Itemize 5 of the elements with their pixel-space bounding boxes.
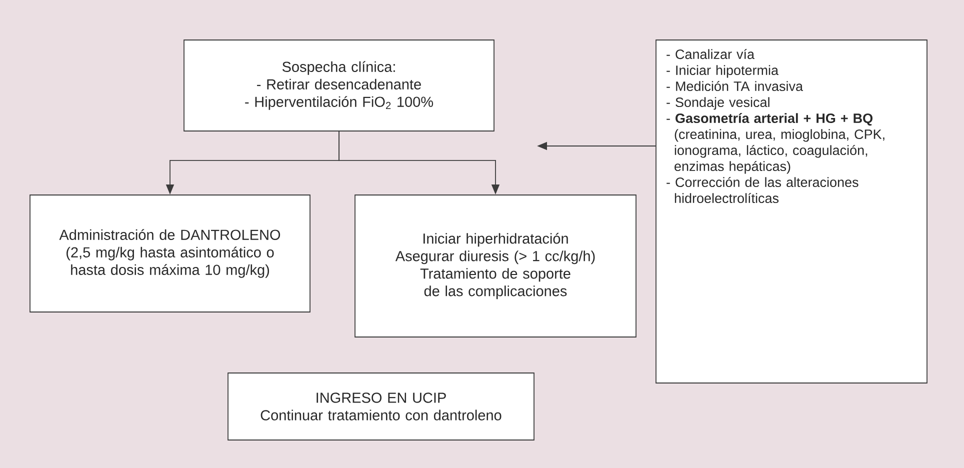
checklist-box: - Canalizar vía - Iniciar hipotermia - Medición TA invasiva - Sondaje vesical - Gasometría arterial + HG + BQ (creatinina, urea, mioglobina, CPK, ionograma, láctico, coagulación, enzimas hepáticas) - Corrección de las alteraciones hidroelectrolíticas (656, 40, 928, 384)
process-box: Administración de DANTROLENO (2,5 mg/kg hasta asintomático o hasta dosis máxima 10 mg/kg) (30, 194, 310, 312)
process-box: INGRESO EN UCIP Continuar tratamiento con dantroleno (228, 372, 534, 440)
process-box: Iniciar hiperhidratación Asegurar diuresis (> 1 cc/kg/h) Tratamiento de soporte de las complicaciones (354, 194, 636, 338)
process-box: Sospecha clínica: - Retirar desencadenante - Hiperventilación FiO$_{2}$ 100% (184, 40, 494, 132)
